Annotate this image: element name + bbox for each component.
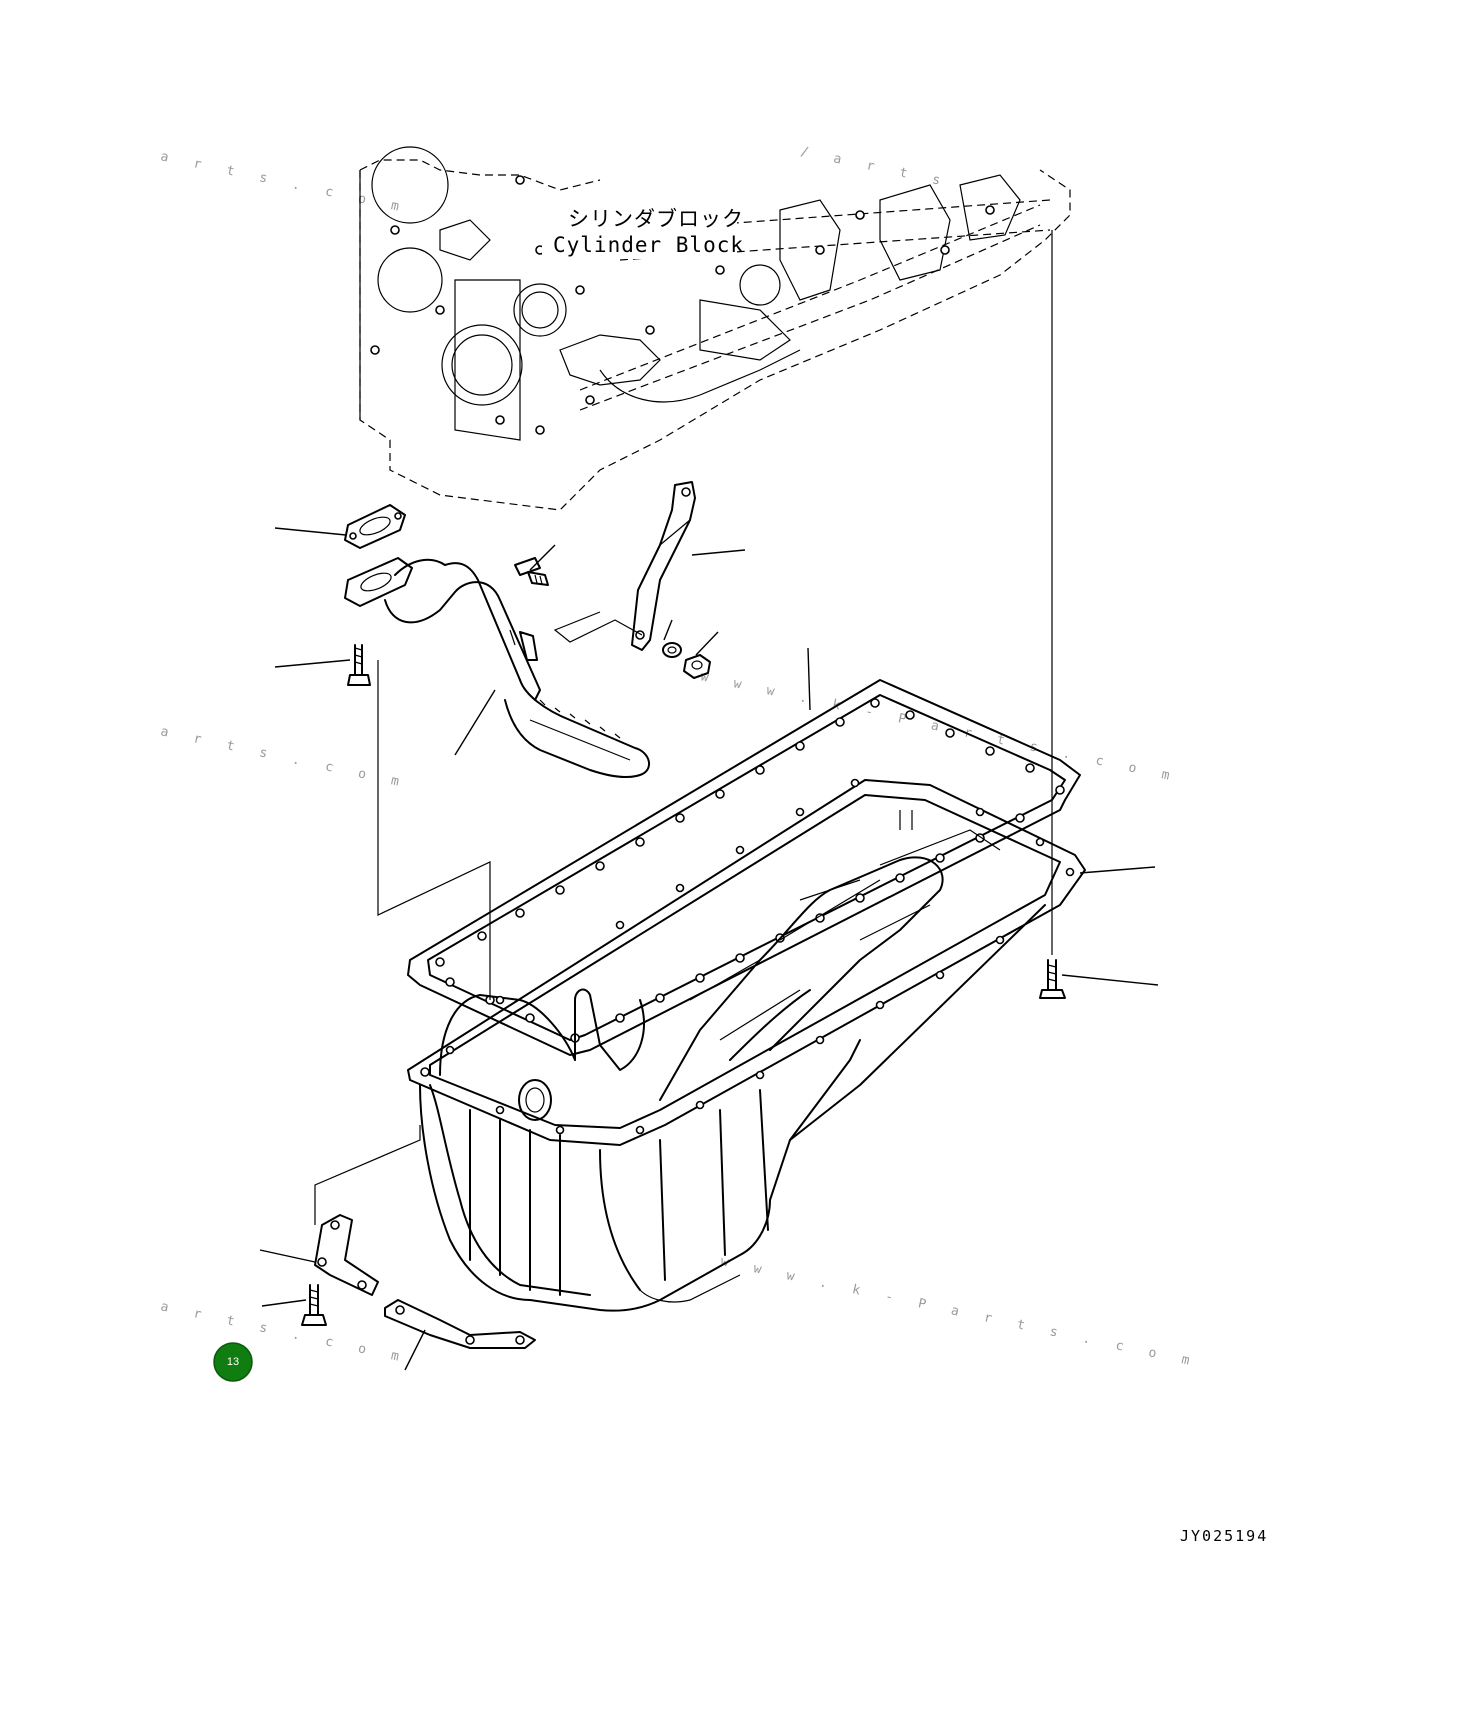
watermark-3: a r t s . c o m [159,724,409,791]
cylinder-block-callout: シリンダブロック Cylinder Block [542,203,744,259]
bottom-plate-left [314,1214,379,1296]
drawing-code: JY025194 [1180,1527,1268,1545]
oil-pan-bolt [1039,959,1066,999]
nut [683,654,711,679]
oil-pan [407,778,1086,1312]
stay-bracket [631,481,696,651]
bottom-plate-right [384,1299,536,1349]
cylinder-block [359,146,1071,511]
watermark-6: w w w . k - P a r t s . c o m [719,1254,1199,1370]
callout-label-en: Cylinder Block [553,233,744,257]
suction-gasket [344,504,406,549]
suction-pipe [344,557,650,779]
watermark-5: a r t s . c o m [159,1299,409,1366]
watermark-2: / a r t s [799,144,950,190]
bracket-bolt [514,557,549,586]
gasket-holes [435,698,1065,1043]
leader-lines [259,230,1159,1371]
plate-bolt [301,1284,327,1326]
reference-badge[interactable]: 13 [213,1342,253,1382]
watermark-4: w w w . k - P a r t s . c o m [699,669,1179,785]
callout-label-jp: シリンダブロック [568,207,744,231]
badge-number: 13 [227,1356,239,1368]
washer [662,642,682,658]
oil-pan-holes [420,778,1075,1135]
